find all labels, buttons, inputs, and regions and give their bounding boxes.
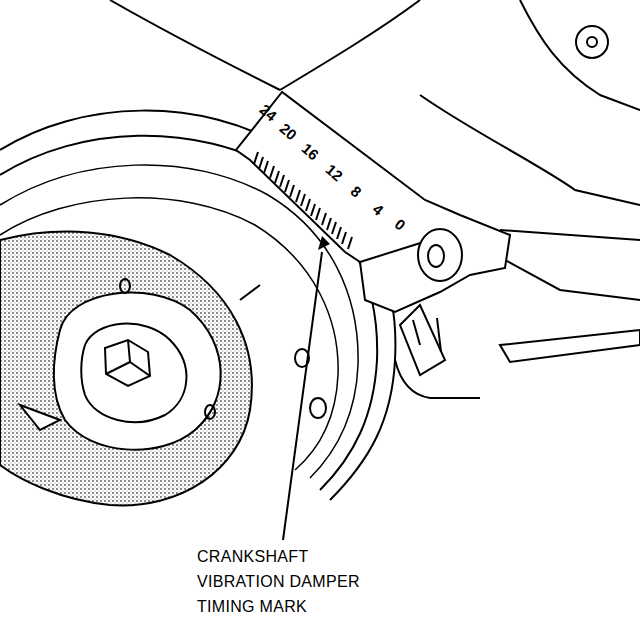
vibration-damper [0, 111, 480, 506]
timing-scale-ticks [254, 152, 352, 249]
timing-tab [236, 92, 510, 375]
damper-timing-notch [318, 236, 330, 250]
part-callout: CRANKSHAFT VIBRATION DAMPER TIMING MARK [197, 544, 372, 619]
leader-line [283, 252, 322, 540]
